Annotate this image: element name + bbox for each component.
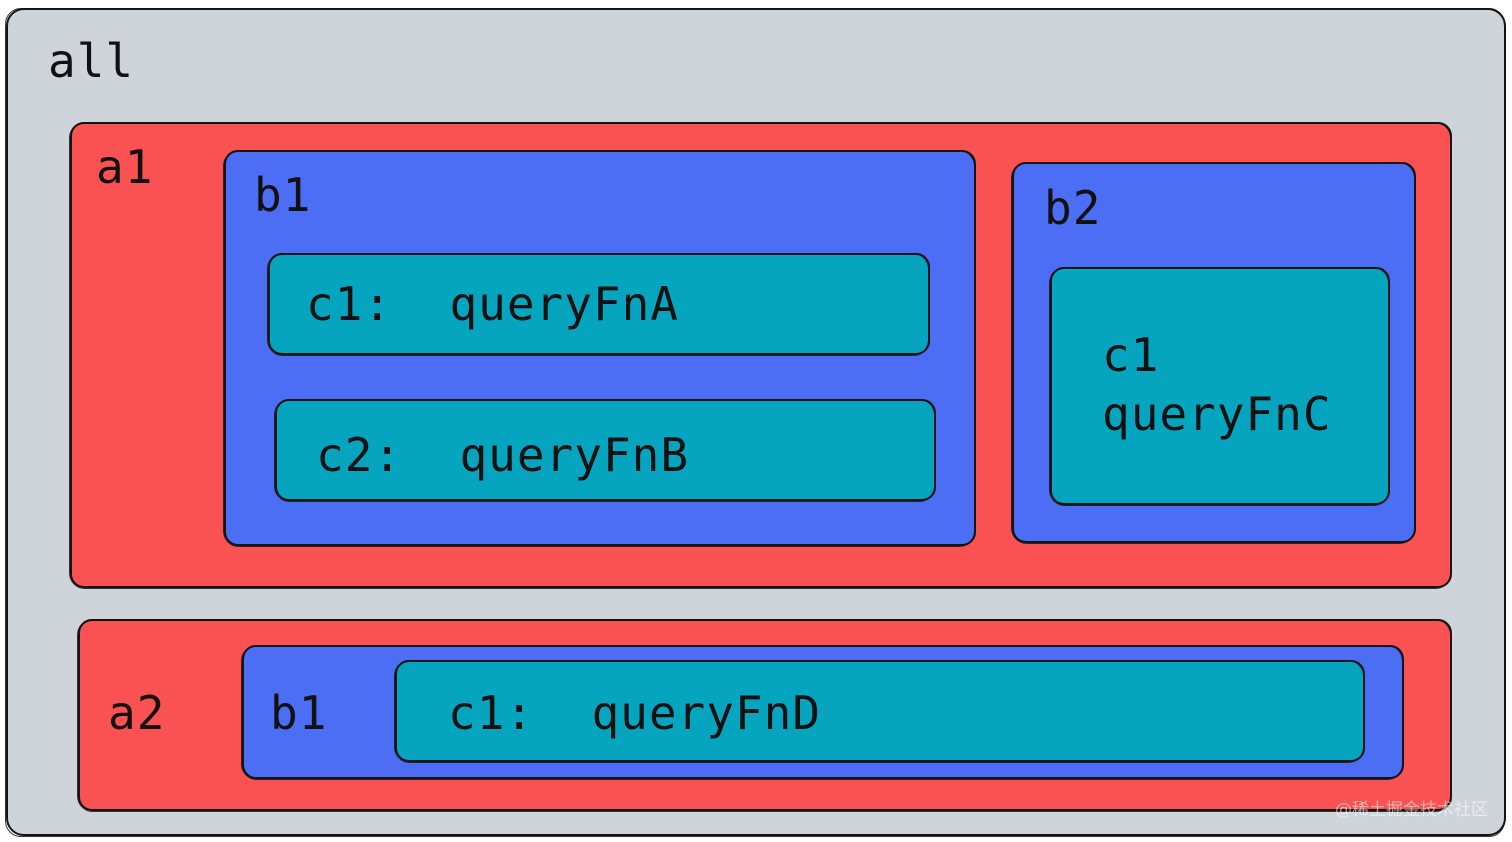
label-a2-b1-c1: c1: queryFnD	[448, 686, 822, 740]
label-a1-b1-c2: c2: queryFnB	[316, 428, 690, 482]
label-a1-b2: b2	[1044, 181, 1102, 235]
label-a1-b1: b1	[254, 168, 312, 222]
label-a2: a2	[108, 686, 166, 740]
label-all: all	[48, 34, 135, 88]
label-a1-b1-c1: c1: queryFnA	[306, 277, 680, 331]
box-a1-b1-c2	[274, 399, 936, 502]
box-a1-b2-c1	[1049, 267, 1390, 506]
label-a1-b2-c1-fn: queryFnC	[1102, 387, 1332, 441]
label-a1-b2-c1-name: c1	[1102, 328, 1160, 382]
watermark-text: @稀土掘金技术社区	[1335, 800, 1488, 820]
label-a1: a1	[96, 140, 154, 194]
label-a2-b1: b1	[270, 686, 328, 740]
box-a1-b1-c1	[267, 253, 930, 356]
